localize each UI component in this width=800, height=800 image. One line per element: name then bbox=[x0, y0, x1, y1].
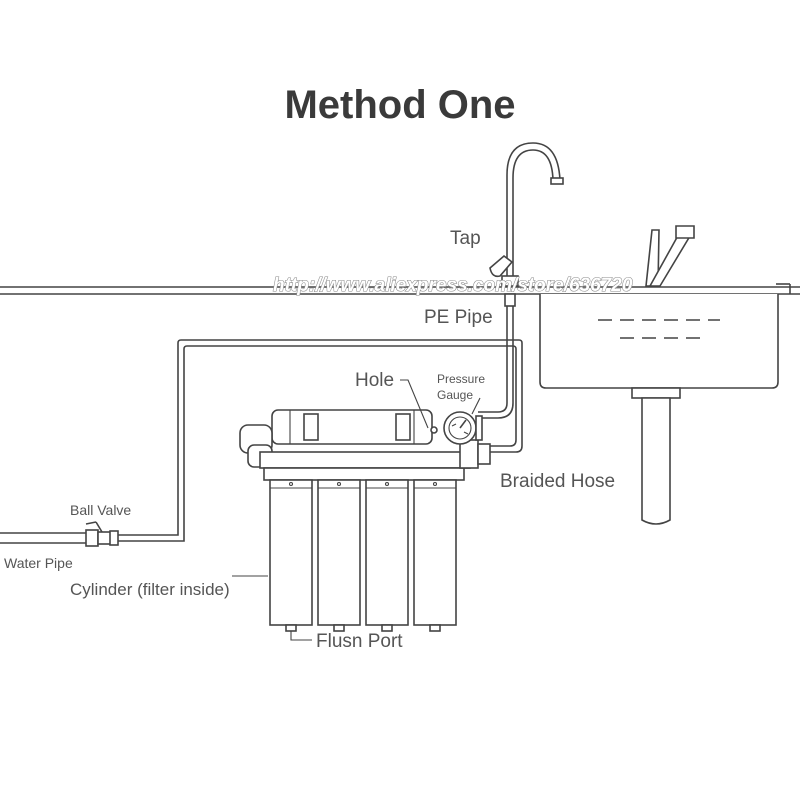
sink-basin bbox=[539, 283, 791, 389]
label-pe-pipe: PE Pipe bbox=[424, 307, 493, 328]
label-water-pipe: Water Pipe bbox=[4, 555, 73, 571]
tap-faucet bbox=[489, 142, 564, 307]
watermark: http://www.aliexpress.com/store/636720 bbox=[273, 275, 633, 296]
flush-port-3 bbox=[381, 624, 393, 632]
cylinder-3 bbox=[365, 479, 409, 626]
diagram-title: Method One bbox=[284, 83, 515, 127]
flush-port-4 bbox=[429, 624, 441, 632]
flush-port-1 bbox=[285, 624, 297, 632]
label-tap: Tap bbox=[450, 228, 481, 249]
filter-housing-top bbox=[239, 409, 491, 481]
flush-port-2 bbox=[333, 624, 345, 632]
sink-faucet bbox=[645, 225, 695, 287]
drain-pipe bbox=[631, 387, 681, 525]
cylinder-4 bbox=[413, 479, 457, 626]
label-hole: Hole bbox=[355, 370, 394, 391]
inlet-water-line bbox=[118, 339, 523, 542]
cylinder-1 bbox=[269, 479, 313, 626]
label-ball-valve: Ball Valve bbox=[70, 502, 131, 518]
label-pressure-gauge-line2: Gauge bbox=[437, 388, 473, 402]
water-pipe bbox=[0, 532, 92, 544]
label-braided-hose: Braided Hose bbox=[500, 471, 615, 492]
leader-lines bbox=[232, 379, 481, 641]
pe-pipe bbox=[478, 306, 514, 419]
cylinder-2 bbox=[317, 479, 361, 626]
ball-valve bbox=[85, 521, 119, 547]
label-pressure-gauge-line1: Pressure bbox=[437, 372, 485, 386]
pressure-gauge bbox=[430, 411, 483, 445]
label-flush-port: Flusn Port bbox=[316, 631, 403, 652]
filter-cylinders bbox=[269, 479, 457, 632]
label-cylinder: Cylinder (filter inside) bbox=[70, 580, 230, 599]
